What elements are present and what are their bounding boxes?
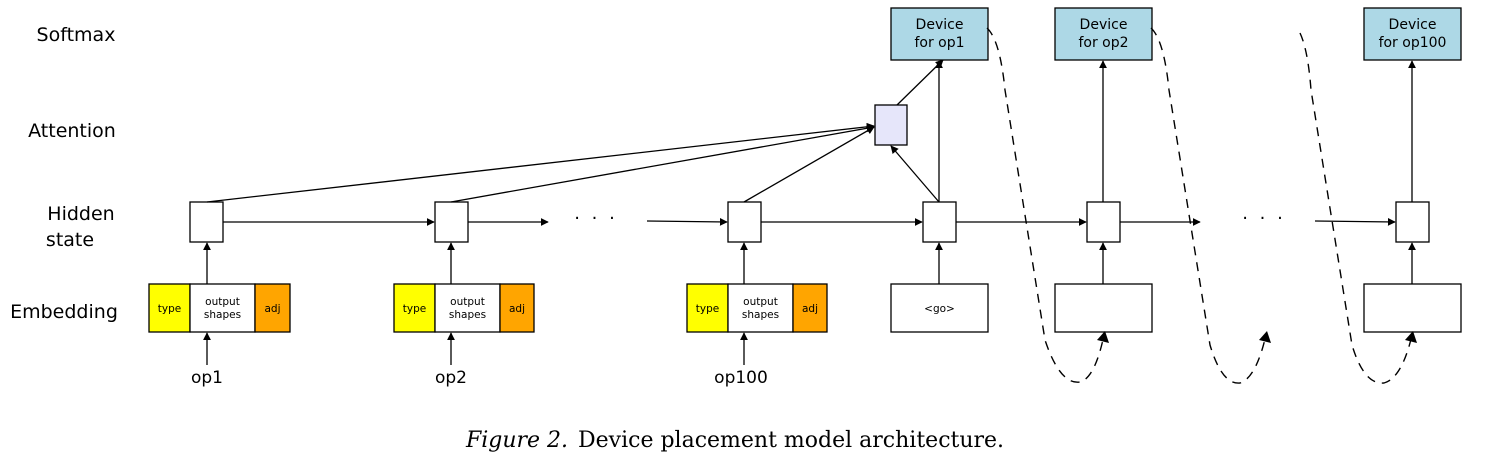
embedding-adj-cell: [254, 283, 291, 333]
row-label-softmax: Softmax: [37, 24, 116, 46]
feedback-arrowhead: [1405, 331, 1417, 343]
feedback-dashed-curve: [986, 27, 1105, 383]
device-box-line1: Device: [916, 17, 964, 33]
op-label-op100: op100: [714, 368, 768, 388]
op-label-op1: op1: [191, 368, 223, 388]
row-label-attention: Attention: [28, 120, 116, 142]
attention-to-softmax-arrow: [896, 59, 944, 106]
device-box-line1: Device: [1080, 17, 1128, 33]
ellipsis-encoder: · · ·: [574, 208, 618, 229]
shapes-label-2: shapes: [449, 309, 486, 321]
embedding-decoder-2: [1054, 283, 1153, 333]
feedback-dashed-curve: [1150, 27, 1267, 384]
shapes-label-2: shapes: [742, 309, 779, 321]
embedding-op100: type output shapes adj: [686, 283, 828, 333]
adj-label: adj: [264, 303, 280, 315]
adj-label: adj: [802, 303, 818, 315]
hidden-cell-dec-100: [1395, 201, 1430, 243]
shapes-label-1: output: [450, 296, 485, 308]
device-box-op100: Device for op100: [1363, 7, 1462, 61]
embedding-type-cell: [686, 283, 729, 333]
go-token-label: <go>: [924, 303, 955, 315]
type-label: type: [696, 303, 719, 315]
embedding-adj-cell: [499, 283, 535, 333]
device-box-bg: [1054, 7, 1153, 61]
embedding-shapes-cell: [189, 283, 256, 333]
hidden-cell-enc-2: [434, 201, 469, 243]
shapes-label-2: shapes: [204, 309, 241, 321]
embedding-shapes-cell: [727, 283, 794, 333]
device-box-line2: for op100: [1379, 35, 1447, 51]
device-box-line2: for op2: [1078, 35, 1128, 51]
row-label-embedding: Embedding: [10, 301, 118, 323]
attention-box: [874, 104, 908, 146]
row-label-state: state: [46, 229, 94, 251]
feedback-dashed-curve: [1299, 32, 1413, 384]
attention-query-arrow: [890, 145, 940, 203]
embedding-op1: type output shapes adj: [148, 283, 291, 333]
device-box-bg: [1363, 7, 1462, 61]
embedding-adj-cell: [792, 283, 828, 333]
figure-caption: Figure 2. Device placement model archite…: [465, 428, 1004, 453]
device-box-op2: Device for op2: [1054, 7, 1153, 61]
caption-figure-number: Figure 2.: [465, 428, 568, 453]
attention-input-arrow: [743, 126, 875, 203]
hidden-cell-dec-1: [922, 201, 957, 243]
embedding-decoder-100: [1363, 283, 1462, 333]
device-box-line1: Device: [1389, 17, 1437, 33]
embedding-type-cell: [393, 283, 436, 333]
type-label: type: [158, 303, 181, 315]
ellipsis-decoder: · · ·: [1242, 208, 1286, 229]
shapes-label-1: output: [743, 296, 778, 308]
feedback-arrowhead: [1259, 331, 1271, 343]
hidden-cell-dec-2: [1086, 201, 1121, 243]
embedding-type-cell: [148, 283, 191, 333]
attention-input-arrow: [206, 122, 875, 203]
hidden-cell-enc-1: [189, 201, 224, 243]
recurrent-arrow: [646, 217, 728, 226]
shapes-label-1: output: [205, 296, 240, 308]
embedding-shapes-cell: [434, 283, 501, 333]
hidden-cell-enc-100: [727, 201, 762, 243]
recurrent-arrow: [1314, 217, 1396, 226]
embedding-op2: type output shapes adj: [393, 283, 535, 333]
op-label-op2: op2: [435, 368, 467, 388]
row-label-hidden: Hidden: [47, 203, 114, 225]
adj-label: adj: [509, 303, 525, 315]
device-box-bg: [890, 7, 989, 61]
attention-input-arrow: [450, 124, 875, 203]
caption-text: Device placement model architecture.: [578, 428, 1004, 453]
embedding-go: [890, 283, 989, 333]
device-box-line2: for op1: [914, 35, 964, 51]
feedback-arrowhead: [1097, 331, 1109, 343]
device-box-op1: Device for op1: [890, 7, 989, 61]
type-label: type: [403, 303, 426, 315]
